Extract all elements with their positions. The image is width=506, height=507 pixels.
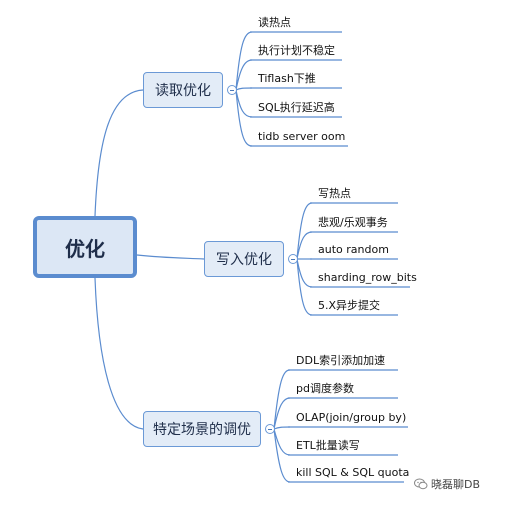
leaf-tiflash-pushdown[interactable]: Tiflash下推 <box>258 72 316 85</box>
connector-root-read <box>94 89 144 217</box>
collapse-toggle-scenario[interactable] <box>265 424 275 434</box>
connector-read-1 <box>235 31 253 91</box>
watermark: 晓磊聊DB <box>414 476 480 492</box>
leaf-ddl-index-speedup[interactable]: DDL索引添加加速 <box>296 354 386 367</box>
connector-root-write <box>136 254 205 260</box>
wechat-icon <box>414 478 428 490</box>
branch-read-optimization[interactable]: 读取优化 <box>143 72 223 108</box>
leaf-read-hotspot[interactable]: 读热点 <box>258 16 291 29</box>
leaf-transaction-mode[interactable]: 悲观/乐观事务 <box>318 216 388 229</box>
connector-write-4 <box>296 258 313 288</box>
watermark-text: 晓磊聊DB <box>431 478 481 491</box>
connector-special-2 <box>273 397 291 430</box>
connector-special-3 <box>273 426 291 430</box>
leaf-unstable-plan[interactable]: 执行计划不稳定 <box>258 44 335 57</box>
collapse-toggle-write[interactable] <box>288 254 298 264</box>
leaf-tidb-oom[interactable]: tidb server oom <box>258 130 346 143</box>
connector-write-2 <box>296 231 313 260</box>
connector-root-special <box>94 277 144 430</box>
leaf-olap[interactable]: OLAP(join/group by) <box>296 411 407 424</box>
connector-read-2 <box>235 59 253 91</box>
connector-write-5 <box>296 258 313 316</box>
connector-special-4 <box>273 428 291 456</box>
connector-write-1 <box>296 202 313 260</box>
leaf-async-commit[interactable]: 5.X异步提交 <box>318 299 381 312</box>
connector-special-1 <box>273 369 291 430</box>
connector-read-4 <box>235 89 253 118</box>
branch-write-optimization[interactable]: 写入优化 <box>204 241 284 277</box>
leaf-kill-sql[interactable]: kill SQL & SQL quota <box>296 466 410 479</box>
leaf-write-hotspot[interactable]: 写热点 <box>318 187 351 200</box>
leaf-auto-random[interactable]: auto random <box>318 243 389 256</box>
leaf-pd-scheduling[interactable]: pd调度参数 <box>296 382 354 395</box>
branch-scenario-tuning[interactable]: 特定场景的调优 <box>143 411 261 447</box>
connector-special-5 <box>273 428 291 483</box>
leaf-etl[interactable]: ETL批量读写 <box>296 439 360 452</box>
root-node[interactable]: 优化 <box>33 216 137 278</box>
connector-read-5 <box>235 89 253 147</box>
connector-read-3 <box>235 87 253 91</box>
leaf-sql-latency[interactable]: SQL执行延迟高 <box>258 101 335 114</box>
collapse-toggle-read[interactable] <box>227 85 237 95</box>
leaf-sharding-row-bits[interactable]: sharding_row_bits <box>318 271 417 284</box>
